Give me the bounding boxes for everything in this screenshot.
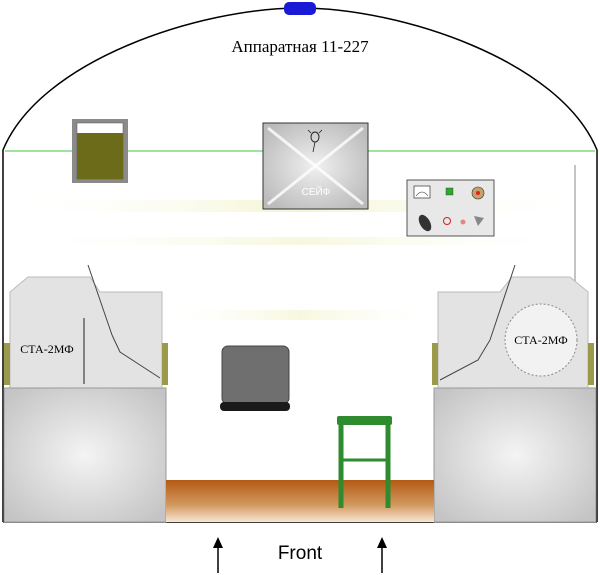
arrow-up-icon [213, 537, 223, 573]
left-unit-label: СТА-2МФ [20, 342, 73, 356]
tank [72, 119, 128, 183]
connector-icon [474, 216, 484, 226]
right-unit-label: СТА-2МФ [514, 333, 567, 347]
room-title: Аппаратная 11-227 [231, 37, 369, 56]
front-label: Front [278, 543, 323, 564]
right-radio-unit: СТА-2МФ [432, 264, 594, 389]
wall-stripe-3 [160, 310, 440, 320]
handset-icon [418, 214, 432, 232]
left-radio-unit: СТА-2МФ [4, 264, 168, 389]
control-panel [406, 179, 495, 237]
stool [337, 416, 392, 508]
roof-light [284, 2, 316, 15]
arrow-up-icon [377, 537, 387, 573]
switch-small-icon [460, 219, 466, 225]
bug-icon [307, 129, 323, 153]
safe: СЕЙФ [262, 122, 369, 210]
led-green-icon [445, 187, 454, 196]
left-cabinet [3, 387, 167, 523]
floor [166, 480, 434, 522]
seat [220, 345, 290, 411]
safe-label: СЕЙФ [302, 185, 331, 198]
switch-red-icon [443, 217, 451, 225]
wall-stripe-2 [5, 237, 595, 245]
tank-liquid [77, 133, 123, 179]
right-cabinet [433, 387, 597, 523]
right-unit-dial [504, 303, 578, 377]
